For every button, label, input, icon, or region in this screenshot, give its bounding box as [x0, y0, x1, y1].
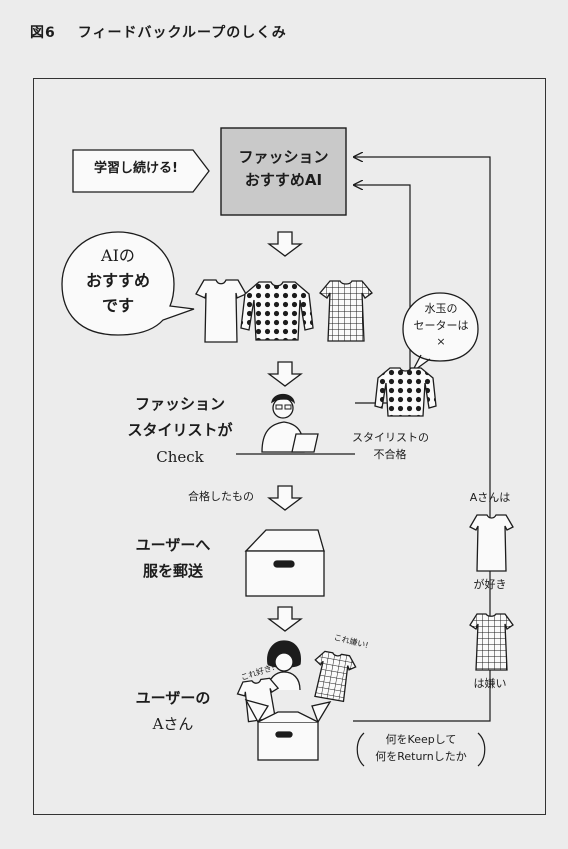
- ai-box-line2: おすすめAI: [244, 171, 323, 190]
- stylist-line3: Check: [156, 447, 204, 466]
- down-arrow-icon: [267, 231, 303, 257]
- ship-line2: 服を郵送: [142, 561, 203, 580]
- stylist-comment-line2: セーターは: [413, 318, 469, 332]
- learn-callout-text: 学習し続ける!: [94, 161, 178, 176]
- feedback-note-line2: 何をReturnしたか: [375, 749, 467, 763]
- feedback-note-line1: 何をKeepして: [385, 733, 457, 746]
- ai-recommend-line2: おすすめ: [85, 270, 150, 290]
- learn-callout-bubble: [72, 149, 210, 193]
- down-arrow-icon: [267, 361, 303, 387]
- user-feedback-line: [353, 157, 491, 722]
- user-line1: ユーザーの: [135, 689, 211, 707]
- check-dress-icon: [319, 280, 373, 342]
- feedback-note: 何をKeepして 何をReturnしたか: [364, 732, 478, 765]
- user-disliked-dress-icon: [314, 650, 357, 703]
- t-shirt-icon: [195, 279, 247, 343]
- stylist-line1: ファッション: [134, 395, 225, 413]
- user-label: ユーザーの Aさん: [118, 686, 228, 737]
- laptop-icon: [291, 433, 319, 453]
- figure-number: 図6: [30, 25, 56, 41]
- rejected-line2: 不合格: [373, 447, 407, 461]
- ship-line1: ユーザーへ: [135, 536, 211, 554]
- ai-box-label: ファッション おすすめAI: [221, 146, 346, 193]
- preference-tshirt-icon: [469, 514, 514, 572]
- ai-box-line1: ファッション: [238, 148, 329, 166]
- user-line2: Aさん: [152, 714, 194, 733]
- ai-recommend-text: AIの おすすめ です: [66, 244, 170, 318]
- stylist-line2: スタイリストが: [127, 421, 233, 440]
- feedback-note-paren-left: [356, 732, 365, 767]
- preference-likes: が好き: [473, 578, 507, 591]
- preference-head: Aさんは: [469, 491, 511, 504]
- figure-title: 図6 フィードバックループのしくみ: [30, 22, 287, 42]
- preference-dress-icon: [469, 613, 514, 671]
- cardboard-box-icon: [244, 529, 325, 597]
- open-box-icon: [244, 698, 332, 761]
- feedback-note-paren-right: [477, 732, 486, 767]
- down-arrow-icon: [267, 485, 303, 511]
- user-liked-tshirt-icon: [236, 677, 280, 723]
- ai-recommend-bubble: [61, 231, 195, 336]
- down-arrow-icon: [267, 606, 303, 632]
- ai-recommend-line1: AIの: [101, 246, 135, 265]
- stylist-comment-line1: 水玉の: [424, 302, 458, 315]
- stylist-label: ファッション スタイリストが Check: [110, 391, 250, 470]
- stylist-comment-text: 水玉の セーターは ×: [403, 301, 479, 351]
- passed-label: 合格したもの: [188, 490, 254, 503]
- polka-dot-sweater-icon: [240, 281, 314, 341]
- rejected-sweater-icon: [374, 367, 437, 417]
- stylist-comment-line3: ×: [436, 335, 446, 348]
- rejected-line1: スタイリストの: [352, 431, 429, 444]
- preference-dislikes: は嫌い: [473, 677, 507, 690]
- figure-title-text: フィードバックループのしくみ: [77, 25, 287, 41]
- rejected-label: スタイリストの 不合格: [352, 430, 429, 463]
- ship-label: ユーザーへ 服を郵送: [110, 533, 236, 584]
- ai-recommend-line3: です: [101, 295, 134, 315]
- ai-box: [220, 127, 347, 216]
